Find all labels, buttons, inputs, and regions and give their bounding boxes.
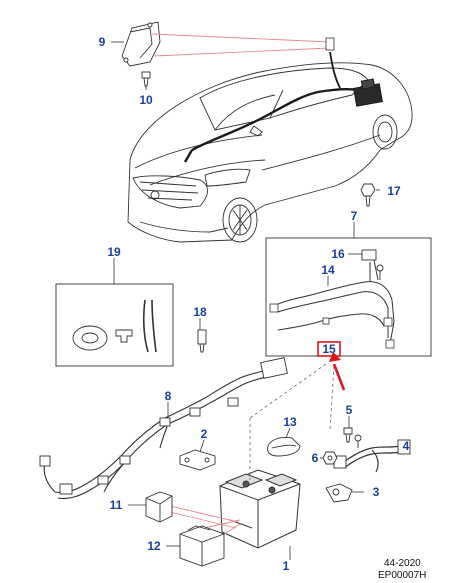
bolt-part-5: [343, 427, 353, 443]
callout-18: 18: [193, 305, 207, 319]
terminal-part-3: [325, 483, 353, 503]
callout-15-highlight: [317, 341, 341, 357]
callout-11: 11: [110, 498, 123, 512]
callout-3: 3: [373, 485, 380, 499]
car-illustration: [127, 62, 413, 243]
cover-part-11: [145, 491, 173, 523]
cable-part-4: [343, 445, 401, 473]
callout-16: 16: [331, 247, 345, 261]
harness-part-14: [273, 259, 395, 345]
callout-13: 13: [283, 415, 297, 429]
callout-9: 9: [99, 35, 106, 49]
callout-14: 14: [321, 263, 335, 277]
kit-box-part-7: [265, 237, 432, 357]
callout-4: 4: [403, 439, 410, 453]
bracket-on-car: [325, 37, 335, 51]
kit-19-items: [72, 299, 157, 353]
bolt-part-10: [141, 71, 151, 87]
battery-part-1: [219, 469, 301, 549]
car-leader-lines: [151, 33, 331, 57]
projection-lines: [249, 363, 335, 480]
callout-6: 6: [312, 451, 319, 465]
callout-7: 7: [351, 209, 358, 223]
harness-8-connectors: [39, 357, 288, 495]
module-part-9: [121, 21, 161, 67]
callout-8: 8: [165, 389, 172, 403]
callout-2: 2: [201, 427, 208, 441]
connector-part-16: [361, 249, 384, 280]
callout-12: 12: [147, 539, 161, 553]
red-arrow-icon: [329, 352, 346, 391]
callout-15: 15: [322, 342, 336, 356]
kit-box-part-19: [55, 283, 174, 367]
sensor-part-18: [197, 329, 207, 353]
harness-small-connectors: [269, 303, 395, 349]
callout-17: 17: [387, 184, 401, 198]
insulator-part-12: [179, 525, 225, 567]
callout-19: 19: [107, 245, 121, 259]
drawing-code: EP00007H: [378, 570, 427, 581]
callout-1: 1: [283, 559, 290, 573]
bolt-part-17: [360, 183, 376, 207]
cover-part-13: [267, 437, 301, 457]
cable-4-terminals: [333, 434, 411, 469]
trunk-battery: [353, 78, 383, 107]
callout-10: 10: [139, 93, 153, 107]
callout-leaders: [111, 41, 380, 560]
page-reference: 44-2020: [384, 558, 421, 569]
callout-5: 5: [346, 403, 353, 417]
bracket-part-2: [179, 449, 216, 471]
